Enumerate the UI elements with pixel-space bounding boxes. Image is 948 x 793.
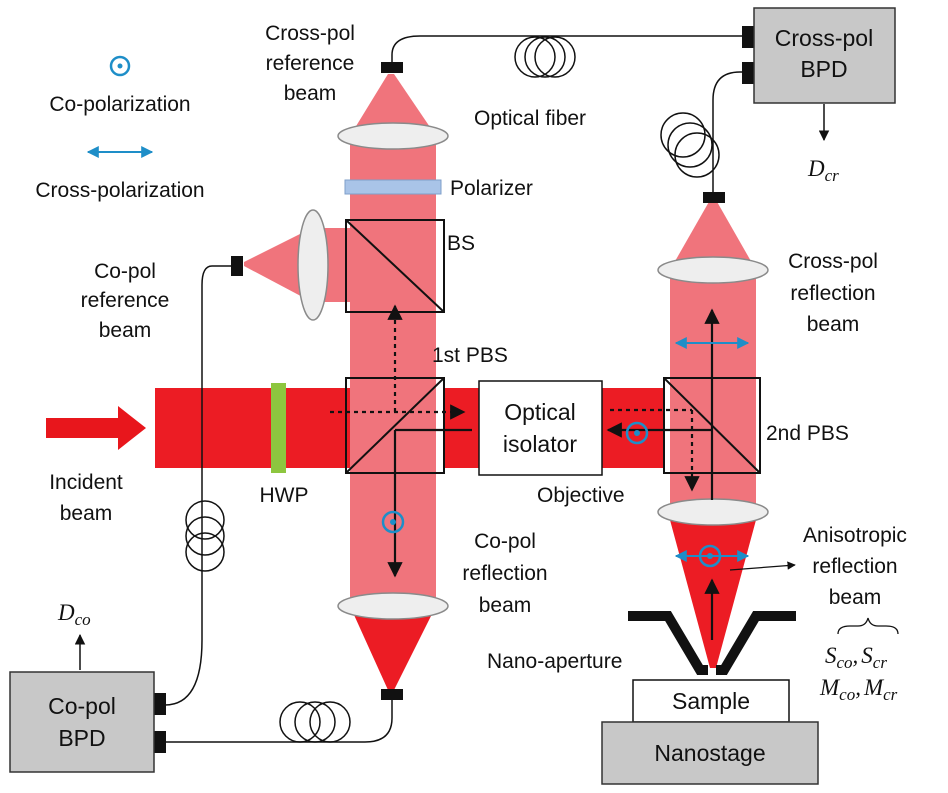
co-pol-bpd-box xyxy=(9,671,155,773)
s-signals-label: Sco,Scr xyxy=(825,643,887,672)
incident-beam-label-1: Incident xyxy=(49,471,123,494)
first-pbs-label: 1st PBS xyxy=(432,344,508,367)
lens-co-pol-reference xyxy=(297,209,329,321)
d-cr-label: Dcr xyxy=(807,156,839,185)
second-pbs-label: 2nd PBS xyxy=(766,422,849,445)
vertical-beam-left xyxy=(350,136,436,606)
anisotropic-label-3: beam xyxy=(829,586,882,609)
signal-brace xyxy=(837,617,899,635)
cross-pol-reference-label-1: Cross-pol xyxy=(265,22,355,45)
incident-arrow xyxy=(46,406,146,450)
cross-pol-reference-cone xyxy=(350,74,436,136)
incident-beam xyxy=(155,388,350,468)
circle-dot-icon xyxy=(625,421,649,445)
sample-box xyxy=(632,679,790,723)
objective-lens xyxy=(657,498,769,526)
nano-aperture xyxy=(628,611,708,675)
first-pbs-diagonal xyxy=(345,377,445,474)
cross-pol-bpd-box xyxy=(753,7,896,104)
cross-pol-bpd-line2: BPD xyxy=(800,56,847,82)
co-pol-reflection-label-1: Co-pol xyxy=(474,530,536,553)
circle-dot-icon xyxy=(381,510,405,534)
co-pol-bpd-line1: Co-pol xyxy=(48,693,116,719)
nano-aperture-right xyxy=(716,611,796,675)
legend-cross-pol: Cross-polarization xyxy=(35,179,204,202)
co-pol-bpd-line2: BPD xyxy=(58,725,105,751)
co-pol-reference-label-2: reference xyxy=(81,289,170,312)
sample-label: Sample xyxy=(672,688,750,714)
co-pol-reflection-label-3: beam xyxy=(479,594,532,617)
beam-splitter-diagonal xyxy=(345,219,445,313)
nanostage-box xyxy=(601,721,819,785)
optical-fiber-label: Optical fiber xyxy=(474,107,586,130)
optical-isolator-box xyxy=(478,380,603,476)
lens-bottom-left xyxy=(337,592,449,620)
polarizer-label: Polarizer xyxy=(450,177,533,200)
beam-to-isolator xyxy=(444,388,479,468)
beams xyxy=(155,74,756,690)
bs-label: BS xyxy=(447,232,475,255)
anisotropic-label-1: Anisotropic xyxy=(803,524,907,547)
legend-co-pol: Co-polarization xyxy=(49,93,190,116)
nanostage-label: Nanostage xyxy=(654,740,765,766)
cross-pol-reference-label-3: beam xyxy=(284,82,337,105)
cross-pol-reflection-cone xyxy=(670,200,756,270)
anisotropic-label-2: reflection xyxy=(812,555,897,578)
nano-aperture-label: Nano-aperture xyxy=(487,650,622,673)
optical-isolator-label-2: isolator xyxy=(503,431,577,457)
lens-top-left xyxy=(337,122,449,150)
hwp-label: HWP xyxy=(260,484,309,507)
cross-pol-bpd-line1: Cross-pol xyxy=(775,25,873,51)
optical-fibers xyxy=(164,35,748,743)
polarization-symbols xyxy=(86,55,750,568)
lens-cross-pol-reflection xyxy=(657,256,769,284)
fiber-connectors xyxy=(154,26,754,753)
polarizer-plate xyxy=(344,179,442,195)
m-signals-label: Mco,Mcr xyxy=(819,675,898,704)
objective-label: Objective xyxy=(537,484,625,507)
co-pol-reference-cone xyxy=(244,228,312,302)
cross-pol-reflection-label-2: reflection xyxy=(790,282,875,305)
co-pol-reflection-label-2: reflection xyxy=(462,562,547,585)
cross-pol-reflection-label-3: beam xyxy=(807,313,860,336)
hwp-plate xyxy=(271,383,286,473)
d-co-label: Dco xyxy=(57,600,91,629)
circle-dot-icon xyxy=(698,544,722,568)
optical-isolator-label-1: Optical xyxy=(504,399,576,425)
cross-pol-reflection-label-1: Cross-pol xyxy=(788,250,878,273)
incident-beam-label-2: beam xyxy=(60,502,113,525)
co-pol-reference-label-1: Co-pol xyxy=(94,260,156,283)
circle-dot-icon xyxy=(109,55,131,77)
optical-elements xyxy=(271,122,769,620)
co-pol-reference-label-3: beam xyxy=(99,319,152,342)
co-pol-reflection-cone xyxy=(350,606,436,690)
legend: Co-polarization Cross-polarization xyxy=(35,93,204,202)
cross-pol-reference-label-2: reference xyxy=(266,52,355,75)
beam-to-second-pbs xyxy=(602,388,664,468)
